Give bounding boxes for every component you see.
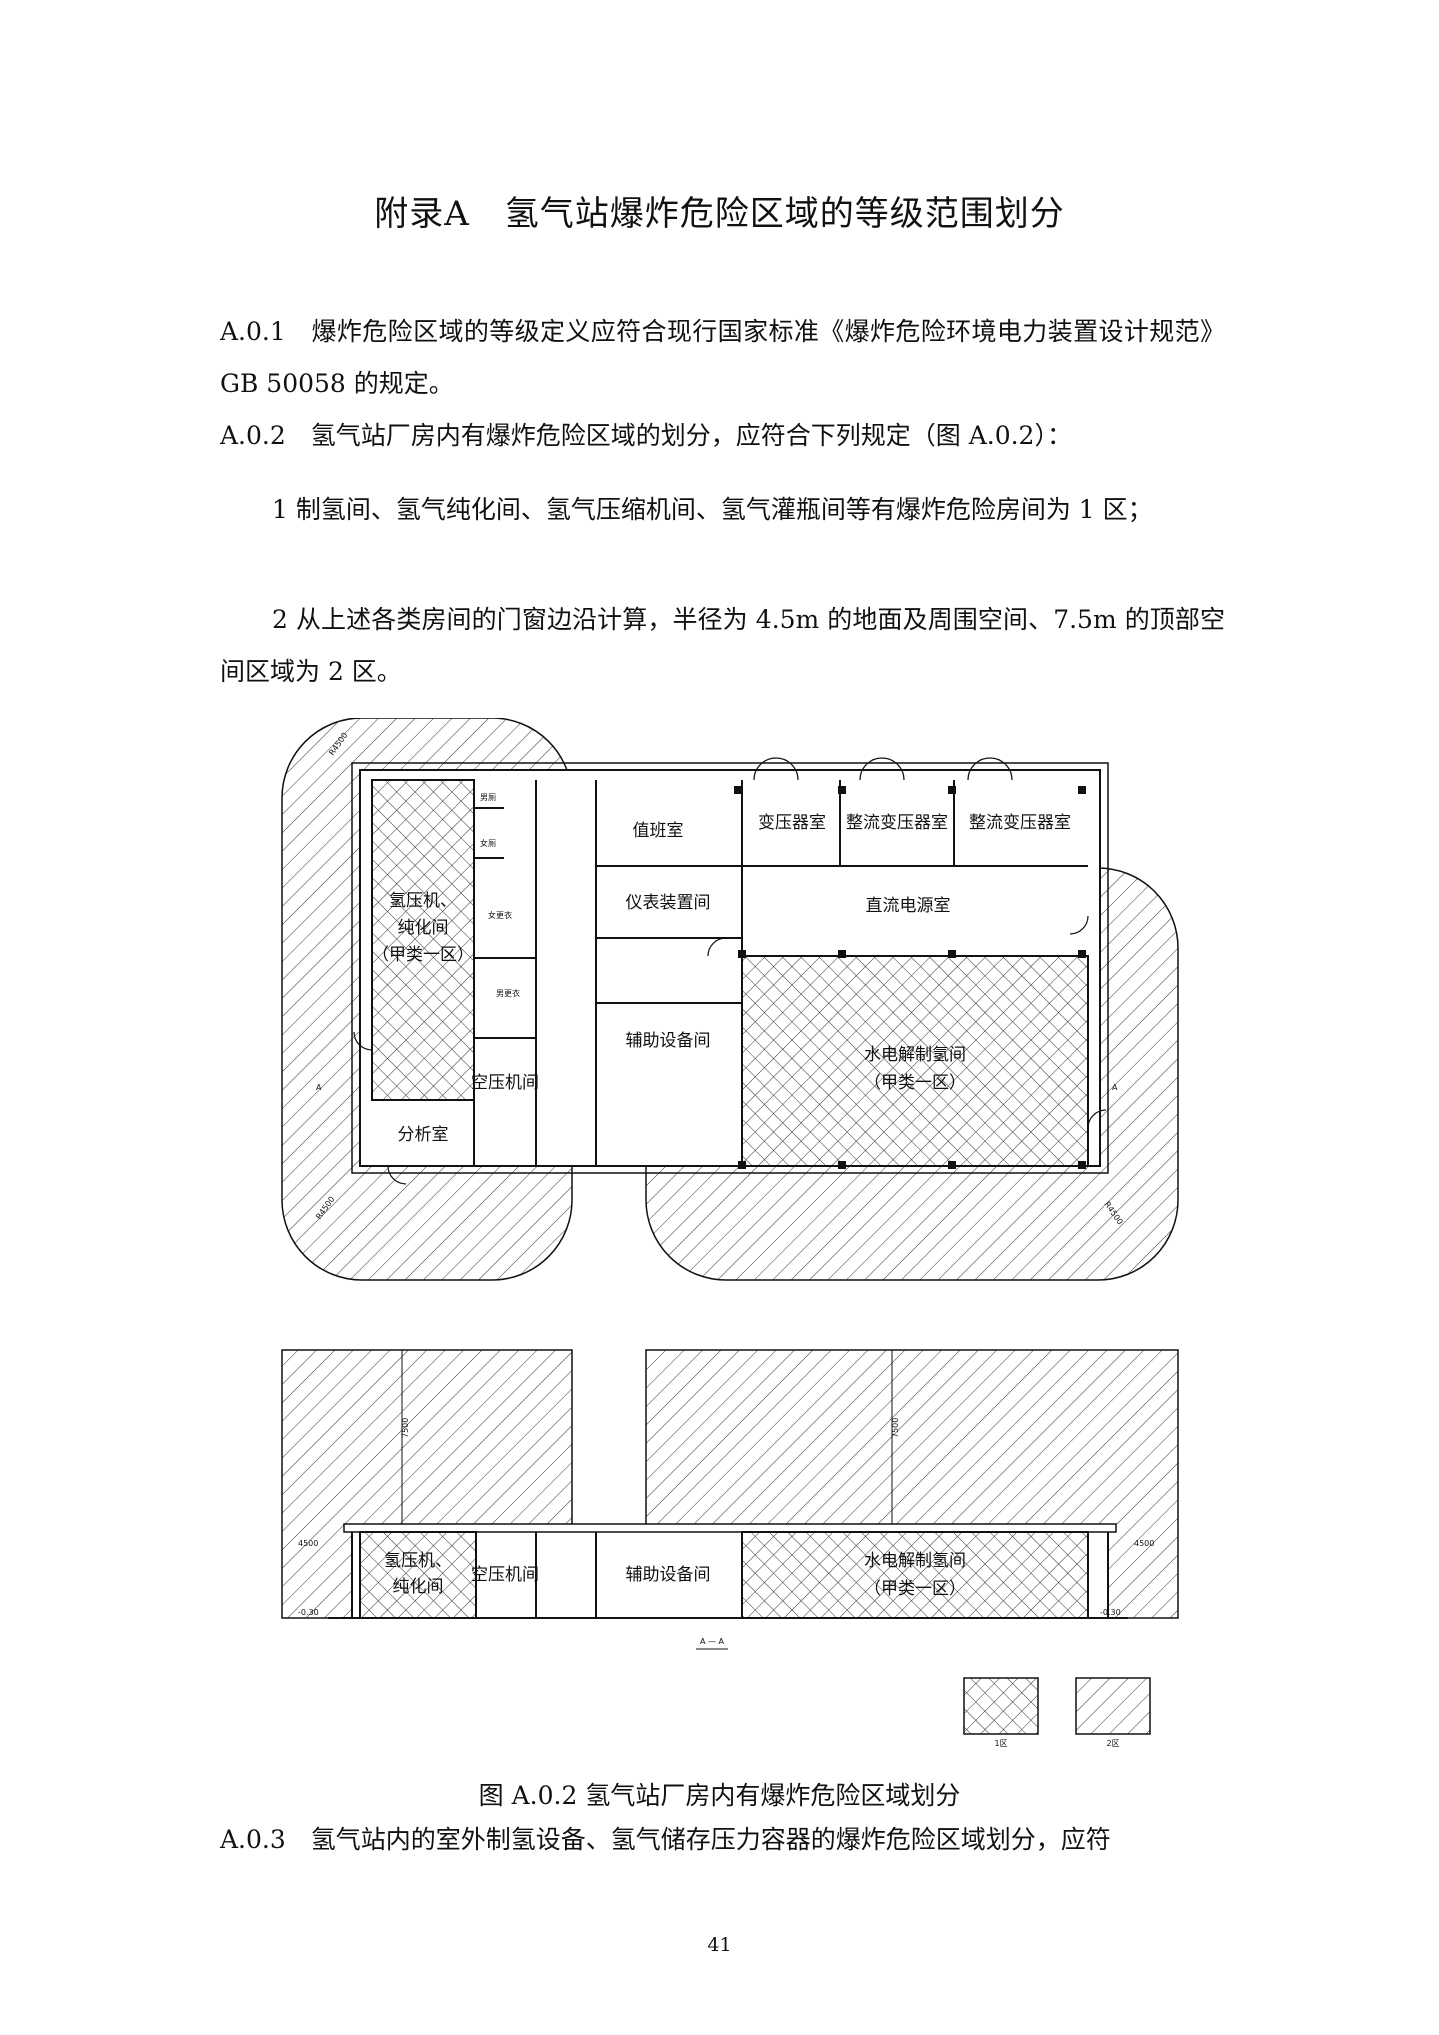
clause-item-1: 1 制氢间、氢气纯化间、氢气压缩机间、氢气灌瓶间等有爆炸危险房间为 1 区；: [272, 495, 1153, 524]
section-label: A — A: [700, 1637, 725, 1646]
dim-height-2: 7500: [891, 1418, 900, 1438]
room-male-wc: 男厕: [480, 793, 496, 802]
page-number: 41: [707, 1934, 732, 1956]
room-electrolysis-l1: 水电解制氢间: [864, 1045, 966, 1065]
door-swings: [353, 757, 1107, 1185]
dim-height-1: 7500: [401, 1418, 410, 1438]
clause-a02: A.0.2 氢气站厂房内有爆炸危险区域的划分，应符合下列规定（图 A.0.2）：: [220, 421, 1072, 450]
section-elec-l2: （甲类一区）: [864, 1579, 966, 1599]
clause-a01: A.0.1 爆炸危险区域的等级定义应符合现行国家标准《爆炸危险环境电力装置设计规…: [220, 317, 1225, 398]
h2-compressor-room: [371, 779, 475, 1101]
section-elec-l1: 水电解制氢间: [864, 1551, 966, 1571]
room-auxiliary: 辅助设备间: [626, 1031, 711, 1051]
level-1: -0.30: [298, 1608, 319, 1617]
figure-a02: 值班室 变压器室 整流变压器室 整流变压器室 仪表装置间 直流电源室 氢压机、 …: [268, 717, 1180, 1748]
clause-item-2: 2 从上述各类房间的门窗边沿计算，半径为 4.5m 的地面及周围空间、7.5m …: [220, 605, 1225, 686]
legend-zone1-label: 1区: [994, 1739, 1007, 1748]
cut-mark-right: A: [1112, 1083, 1118, 1092]
room-transformer: 变压器室: [758, 813, 826, 833]
section-h2-l1: 氢压机、: [384, 1551, 452, 1571]
dim-width-1: 4500: [298, 1539, 318, 1548]
legend-zone2-swatch: [1075, 1677, 1151, 1735]
room-female-locker: 女更衣: [488, 910, 512, 920]
room-h2-compressor-l2: 纯化间: [398, 918, 449, 938]
room-h2-compressor-l1: 氢压机、: [389, 891, 457, 911]
appendix-title: 附录A 氢气站爆炸危险区域的等级范围划分: [374, 194, 1065, 234]
room-electrolysis-l2: （甲类一区）: [864, 1073, 966, 1093]
room-h2-compressor-l3: （甲类一区）: [372, 945, 474, 965]
room-air-compressor: 空压机间: [471, 1073, 539, 1093]
legend-zone1-swatch: [963, 1677, 1039, 1735]
section-electrolysis-room: [741, 1531, 1089, 1619]
room-analysis: 分析室: [398, 1125, 449, 1145]
dim-width-2: 4500: [1134, 1539, 1154, 1548]
figure-caption: 图 A.0.2 氢气站厂房内有爆炸危险区域划分: [478, 1781, 961, 1810]
section-air: 空压机间: [471, 1565, 539, 1585]
room-duty: 值班室: [633, 821, 684, 841]
hazard-zone-drawing: 值班室 变压器室 整流变压器室 整流变压器室 仪表装置间 直流电源室 氢压机、 …: [281, 717, 1179, 1748]
room-dc-power: 直流电源室: [866, 896, 951, 916]
clause-a03: A.0.3 氢气站内的室外制氢设备、氢气储存压力容器的爆炸危险区域划分，应符: [220, 1825, 1111, 1854]
cut-mark-left: A: [316, 1083, 322, 1092]
room-instrument: 仪表装置间: [626, 893, 711, 913]
section-aux: 辅助设备间: [626, 1565, 711, 1585]
level-2: -0.30: [1100, 1608, 1121, 1617]
room-rectifier-2: 整流变压器室: [969, 813, 1071, 833]
electrolysis-room: [741, 955, 1089, 1167]
legend-zone2-label: 2区: [1106, 1739, 1119, 1748]
structural-columns: [734, 786, 1086, 1169]
room-rectifier-1: 整流变压器室: [846, 813, 948, 833]
room-male-locker: 男更衣: [496, 988, 520, 998]
interior-walls: [372, 780, 1088, 1167]
section-h2-l2: 纯化间: [393, 1577, 444, 1597]
section-h2-room: [359, 1531, 477, 1619]
room-female-wc: 女厕: [480, 838, 496, 848]
